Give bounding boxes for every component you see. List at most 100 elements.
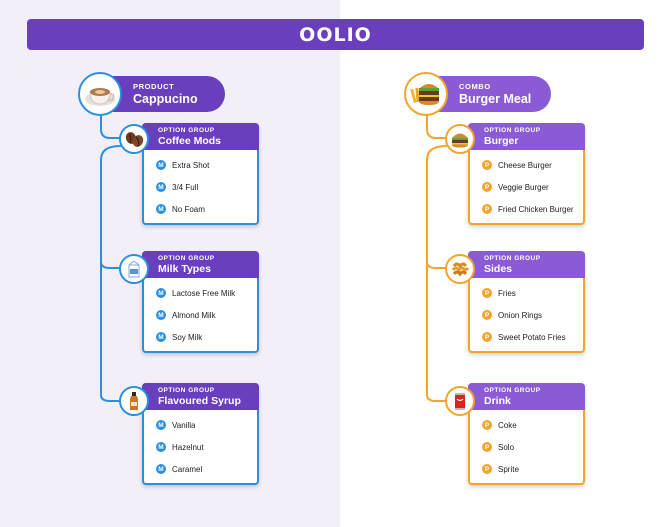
option-group-card-coffee-mods[interactable]: OPTION GROUP Coffee Mods M Extra Shot M 3/… [142, 123, 259, 225]
modifier-badge-icon: M [156, 204, 166, 214]
option-item-caramel[interactable]: M Caramel [144, 458, 257, 480]
option-group-image [119, 254, 149, 284]
option-item-onion-rings[interactable]: P Onion Rings [470, 304, 583, 326]
option-item-almond-milk[interactable]: M Almond Milk [144, 304, 257, 326]
option-group-header: OPTION GROUP Coffee Mods [142, 123, 259, 150]
option-label: Fries [498, 288, 516, 298]
product-image [78, 72, 122, 116]
fries-icon [451, 262, 470, 277]
option-group-title: Flavoured Syrup [158, 394, 241, 407]
option-group-kicker: OPTION GROUP [158, 254, 215, 262]
coffee-cup-icon [85, 88, 115, 106]
burger-fries-icon [410, 84, 439, 105]
option-group-title: Drink [484, 394, 511, 407]
option-group-card-milk-types[interactable]: OPTION GROUP Milk Types M Lactose Free Mi… [142, 251, 259, 353]
option-label: Sweet Potato Fries [498, 332, 566, 342]
option-group-header: OPTION GROUP Flavoured Syrup [142, 383, 259, 410]
option-group-kicker: OPTION GROUP [484, 254, 541, 262]
option-group-kicker: OPTION GROUP [158, 126, 215, 134]
option-label: Onion Rings [498, 310, 543, 320]
option-group-kicker: OPTION GROUP [484, 126, 541, 134]
modifier-badge-icon: M [156, 420, 166, 430]
option-item-three-quarter-full[interactable]: M 3/4 Full [144, 176, 257, 198]
option-item-lactose-free-milk[interactable]: M Lactose Free Milk [144, 282, 257, 304]
option-group-header: OPTION GROUP Drink [468, 383, 585, 410]
product-badge-icon: P [482, 420, 492, 430]
option-label: Coke [498, 420, 517, 430]
option-label: Cheese Burger [498, 160, 552, 170]
option-label: 3/4 Full [172, 182, 199, 192]
option-label: No Foam [172, 204, 205, 214]
syrup-bottle-icon [130, 392, 138, 410]
option-group-image [119, 386, 149, 416]
option-group-title: Milk Types [158, 262, 211, 275]
modifier-badge-icon: M [156, 332, 166, 342]
option-label: Fried Chicken Burger [498, 204, 574, 214]
option-group-header: OPTION GROUP Sides [468, 251, 585, 278]
option-group-header: OPTION GROUP Milk Types [142, 251, 259, 278]
option-group-image [119, 124, 149, 154]
option-item-solo[interactable]: P Solo [470, 436, 583, 458]
product-kicker: PRODUCT [133, 82, 175, 91]
option-label: Extra Shot [172, 160, 210, 170]
option-item-no-foam[interactable]: M No Foam [144, 198, 257, 220]
option-group-title: Coffee Mods [158, 134, 221, 147]
product-badge-icon: P [482, 442, 492, 452]
option-label: Almond Milk [172, 310, 216, 320]
brand-header: OOLIO [27, 19, 644, 50]
option-group-card-sides[interactable]: OPTION GROUP Sides P Fries P Onion Rings P… [468, 251, 585, 353]
combo-kicker: COMBO [459, 82, 491, 91]
option-item-fries[interactable]: P Fries [470, 282, 583, 304]
option-item-soy-milk[interactable]: M Soy Milk [144, 326, 257, 348]
option-item-extra-shot[interactable]: M Extra Shot [144, 154, 257, 176]
option-label: Caramel [172, 464, 203, 474]
option-item-cheese-burger[interactable]: P Cheese Burger [470, 154, 583, 176]
product-badge-icon: P [482, 332, 492, 342]
option-item-sprite[interactable]: P Sprite [470, 458, 583, 480]
product-badge-icon: P [482, 204, 492, 214]
option-label: Soy Milk [172, 332, 203, 342]
option-group-card-burger[interactable]: OPTION GROUP Burger P Cheese Burger P Vegg… [468, 123, 585, 225]
option-group-header: OPTION GROUP Burger [468, 123, 585, 150]
option-group-image [445, 386, 475, 416]
modifier-badge-icon: M [156, 288, 166, 298]
option-group-title: Sides [484, 262, 513, 275]
option-group-title: Burger [484, 134, 519, 147]
combo-image [404, 72, 448, 116]
option-label: Hazelnut [172, 442, 204, 452]
burger-icon [452, 133, 468, 148]
option-item-veggie-burger[interactable]: P Veggie Burger [470, 176, 583, 198]
option-item-coke[interactable]: P Coke [470, 414, 583, 436]
combo-title: Burger Meal [459, 92, 532, 106]
soda-can-icon [455, 393, 465, 410]
oolio-logo: OOLIO [299, 23, 372, 46]
coffee-beans-icon [125, 132, 144, 147]
product-badge-icon: P [482, 464, 492, 474]
product-badge-icon: P [482, 182, 492, 192]
modifier-badge-icon: M [156, 182, 166, 192]
option-label: Lactose Free Milk [172, 288, 236, 298]
option-group-card-drink[interactable]: OPTION GROUP Drink P Coke P Solo P Sprite [468, 383, 585, 485]
product-title: Cappucino [133, 92, 198, 106]
option-group-kicker: OPTION GROUP [484, 386, 541, 394]
option-group-image [445, 254, 475, 284]
option-label: Solo [498, 442, 515, 452]
product-badge-icon: P [482, 288, 492, 298]
option-label: Veggie Burger [498, 182, 549, 192]
modifier-badge-icon: M [156, 160, 166, 170]
product-badge-icon: P [482, 310, 492, 320]
modifier-badge-icon: M [156, 442, 166, 452]
option-group-kicker: OPTION GROUP [158, 386, 215, 394]
option-item-sweet-potato-fries[interactable]: P Sweet Potato Fries [470, 326, 583, 348]
option-label: Sprite [498, 464, 519, 474]
modifier-badge-icon: M [156, 464, 166, 474]
option-item-fried-chicken-burger[interactable]: P Fried Chicken Burger [470, 198, 583, 220]
option-group-image [445, 124, 475, 154]
milk-carton-icon [128, 260, 140, 278]
option-item-hazelnut[interactable]: M Hazelnut [144, 436, 257, 458]
product-badge-icon: P [482, 160, 492, 170]
modifier-badge-icon: M [156, 310, 166, 320]
